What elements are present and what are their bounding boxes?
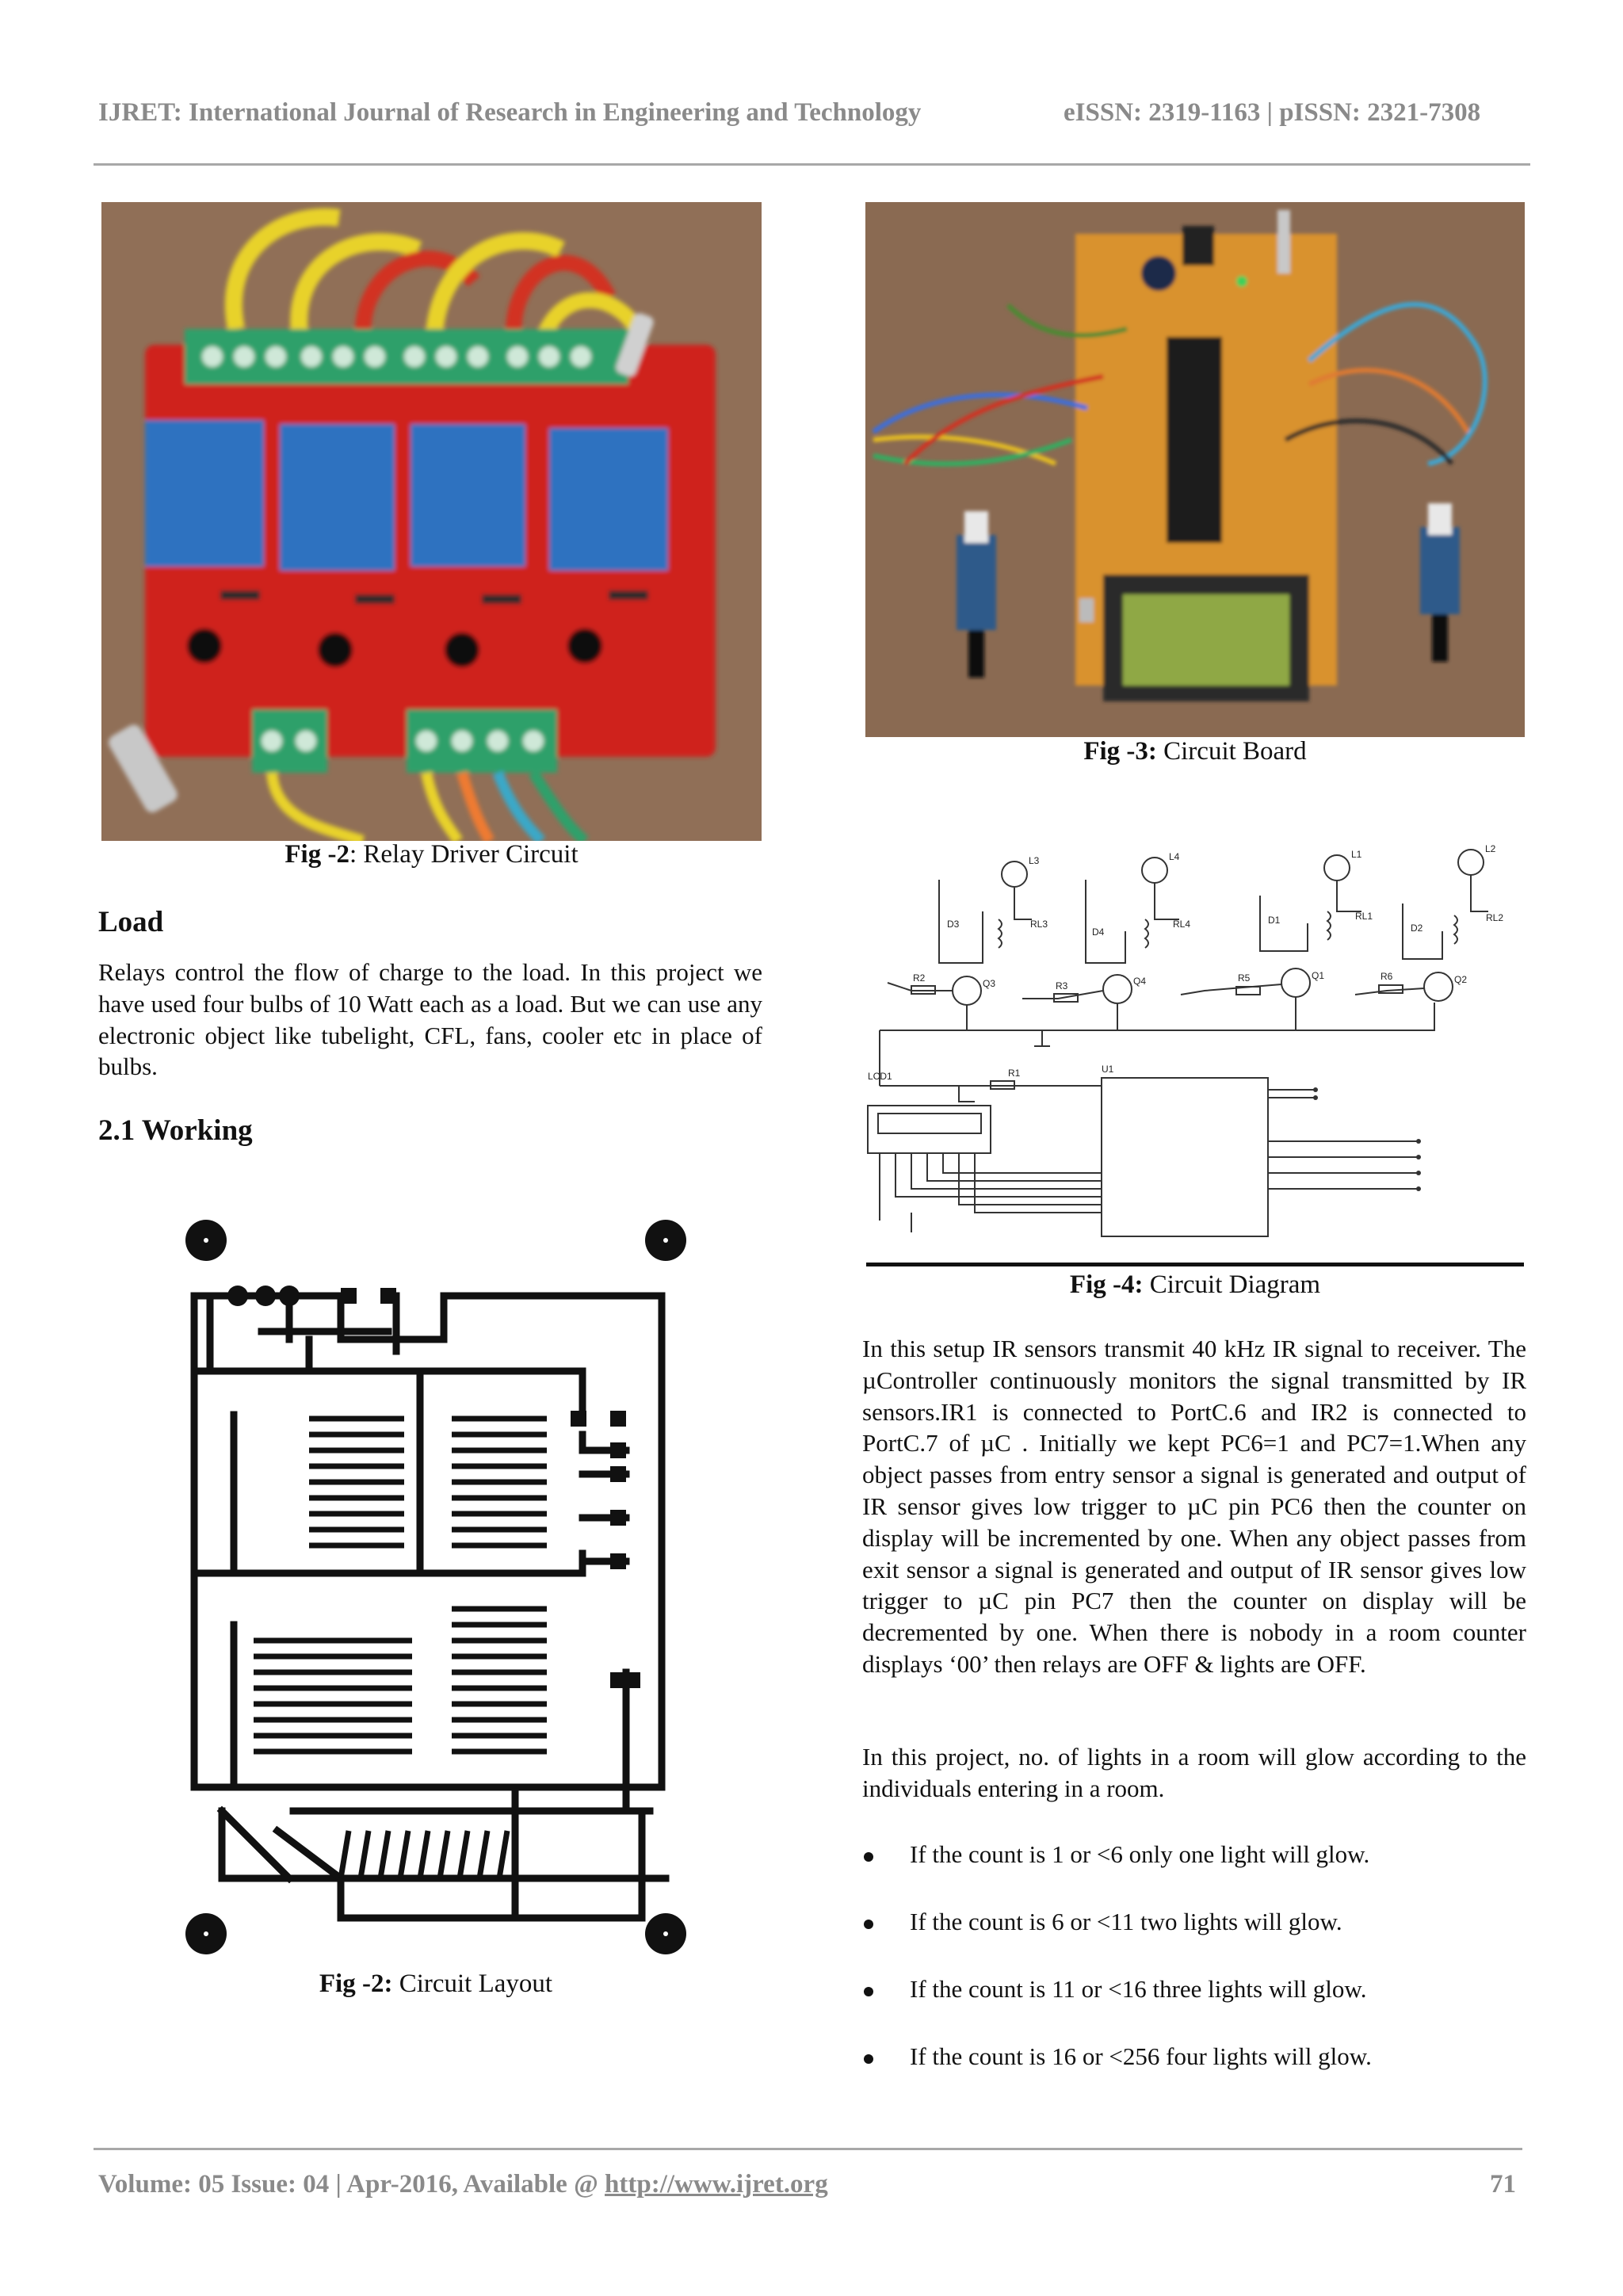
relay-label: RL1 bbox=[1355, 911, 1373, 922]
bullet-item: If the count is 11 or <16 three lights w… bbox=[864, 1975, 1367, 2004]
lcd-label: LCD1 bbox=[868, 1071, 892, 1082]
bullet-text: If the count is 16 or <256 four lights w… bbox=[910, 2042, 1372, 2070]
bullet-dot bbox=[864, 2054, 873, 2064]
issn: eISSN: 2319-1163 | pISSN: 2321-7308 bbox=[1064, 98, 1481, 127]
bullet-dot bbox=[864, 1920, 873, 1929]
resistor-label: R3 bbox=[1056, 980, 1068, 991]
load-heading: Load bbox=[98, 906, 164, 938]
journal-link[interactable]: http://www.ijret.org bbox=[605, 2170, 828, 2199]
page-number: 71 bbox=[1490, 2170, 1516, 2199]
fig2-layout-caption-text: Circuit Layout bbox=[392, 1969, 553, 1998]
header-rule bbox=[94, 163, 1530, 166]
resistor-label: R5 bbox=[1238, 972, 1251, 984]
bullet-item: If the count is 6 or <11 two lights will… bbox=[864, 1908, 1342, 1936]
fig4-caption-text: Circuit Diagram bbox=[1143, 1270, 1321, 1299]
fig2-label: Fig -2 bbox=[285, 840, 349, 869]
diode-label: D1 bbox=[1268, 915, 1281, 926]
bullet-item: If the count is 16 or <256 four lights w… bbox=[864, 2042, 1372, 2071]
diode-label: D3 bbox=[947, 919, 960, 930]
resistor-label: R6 bbox=[1381, 971, 1393, 982]
lamp-label: L2 bbox=[1485, 843, 1496, 854]
relay-label: RL4 bbox=[1173, 919, 1190, 930]
transistor-label: Q4 bbox=[1133, 976, 1146, 987]
journal-title: IJRET: International Journal of Research… bbox=[98, 98, 922, 127]
lights-paragraph: In this project, no. of lights in a room… bbox=[862, 1743, 1526, 1802]
resistor-label: R2 bbox=[913, 972, 926, 984]
relay-label: RL2 bbox=[1486, 912, 1503, 923]
diode-label: D2 bbox=[1411, 923, 1423, 934]
transistor-label: Q2 bbox=[1454, 974, 1467, 985]
fig4-caption: Fig -4: Circuit Diagram bbox=[865, 1270, 1525, 1300]
working-heading: 2.1 Working bbox=[98, 1114, 253, 1147]
working-paragraph: In this setup IR sensors transmit 40 kHz… bbox=[862, 1335, 1526, 1678]
diode-label: D4 bbox=[1092, 926, 1105, 938]
bullet-item: If the count is 1 or <6 only one light w… bbox=[864, 1840, 1370, 1869]
footer-volume: Volume: 05 Issue: 04 | Apr-2016, Availab… bbox=[98, 2170, 828, 2199]
fig3-caption: Fig -3: Circuit Board bbox=[865, 737, 1525, 766]
footer-volume-text: Volume: 05 Issue: 04 | Apr-2016, Availab… bbox=[98, 2170, 605, 2199]
ic-label: U1 bbox=[1102, 1064, 1114, 1075]
fig2-caption-text: : Relay Driver Circuit bbox=[349, 840, 579, 869]
relay-driver-photo bbox=[101, 202, 762, 841]
lamp-label: L1 bbox=[1351, 849, 1362, 860]
transistor-label: Q3 bbox=[983, 978, 995, 989]
r1-label: R1 bbox=[1008, 1068, 1021, 1079]
bullet-text: If the count is 11 or <16 three lights w… bbox=[910, 1975, 1367, 2003]
fig2-layout-caption: Fig -2: Circuit Layout bbox=[182, 1969, 689, 1999]
relay-label: RL3 bbox=[1030, 919, 1048, 930]
load-paragraph: Relays control the flow of charge to the… bbox=[98, 958, 762, 1081]
circuit-diagram: L3 L4 L1 L2 RL3 RL4 RL1 RL2 D3 D4 D1 D2 … bbox=[864, 800, 1529, 1268]
fig2-layout-label: Fig -2: bbox=[319, 1969, 393, 1998]
bullet-text: If the count is 1 or <6 only one light w… bbox=[910, 1840, 1370, 1868]
bullet-text: If the count is 6 or <11 two lights will… bbox=[910, 1908, 1342, 1935]
footer-rule bbox=[94, 2148, 1522, 2150]
fig2-caption: Fig -2: Relay Driver Circuit bbox=[101, 840, 762, 869]
transistor-label: Q1 bbox=[1312, 970, 1324, 981]
lamp-label: L4 bbox=[1169, 851, 1180, 862]
lamp-label: L3 bbox=[1029, 855, 1040, 866]
fig3-caption-text: Circuit Board bbox=[1156, 737, 1307, 766]
fig3-label: Fig -3: bbox=[1083, 737, 1157, 766]
diagram-rule bbox=[866, 1263, 1524, 1266]
fig4-label: Fig -4: bbox=[1069, 1270, 1144, 1299]
bullet-dot bbox=[864, 1852, 873, 1862]
bullet-dot bbox=[864, 1987, 873, 1996]
circuit-layout-pcb bbox=[182, 1213, 689, 1966]
circuit-board-photo bbox=[865, 202, 1525, 737]
